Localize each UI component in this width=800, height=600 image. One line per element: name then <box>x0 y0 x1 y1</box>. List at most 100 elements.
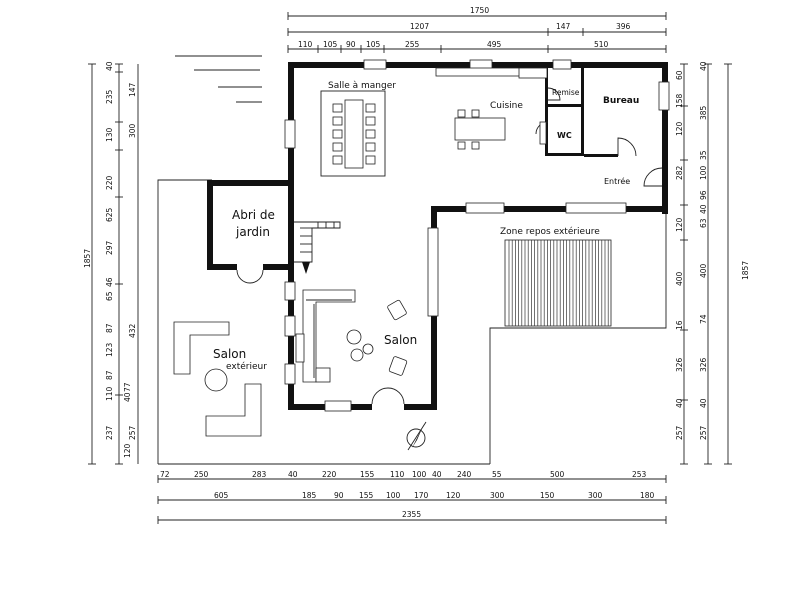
room-label-abri-1: Abri de <box>232 208 275 222</box>
dim-right-inner-9: 257 <box>675 425 684 440</box>
entry-door <box>643 167 663 187</box>
room-label-entree: Entrée <box>604 176 630 186</box>
dim-left-col-2: 130 <box>105 127 114 142</box>
window <box>284 363 296 385</box>
kitchen-island <box>454 117 506 141</box>
room-label-bureau: Bureau <box>603 96 639 106</box>
dim-top-row2-1: 147 <box>556 22 571 31</box>
room-label-wc: WC <box>557 131 572 140</box>
dim-top-overall: 1750 <box>470 6 489 15</box>
living-room: Salon <box>295 289 417 383</box>
dim-bottom-row2-7: 300 <box>490 491 505 500</box>
dim-top-row2-0: 1207 <box>410 22 429 31</box>
dim-right-inner-0: 60 <box>675 70 684 80</box>
remise-door <box>547 87 561 101</box>
room-label-cuisine: Cuisine <box>490 101 523 111</box>
sofa <box>302 289 356 383</box>
service-rooms: Remise WC Bureau Entrée <box>539 88 639 186</box>
dim-right-outer-9: 326 <box>699 357 708 372</box>
dim-bottom-row2-10: 180 <box>640 491 655 500</box>
dim-right-outer-11: 257 <box>699 425 708 440</box>
dim-left-col-6: 46 <box>105 277 114 287</box>
right-dimensions: 60 158 120 282 120 400 16 326 40 257 40 … <box>675 61 750 465</box>
dim-bottom-row1-4: 220 <box>322 470 337 479</box>
dim-right-inner-6: 16 <box>675 320 684 330</box>
armchair <box>387 299 407 321</box>
dim-top-row3-4: 255 <box>405 40 420 49</box>
left-dimensions: 1857 40 235 130 220 625 297 46 65 87 123… <box>83 61 139 465</box>
coffee-table <box>362 343 374 355</box>
armchair <box>388 356 408 376</box>
outdoor-sofa <box>173 321 230 375</box>
window <box>565 202 627 214</box>
north-arrow-icon <box>406 421 427 451</box>
pergola-slats <box>508 240 609 326</box>
bureau-door <box>617 137 637 157</box>
dining-area: Salle à manger <box>320 81 396 177</box>
dim-bottom-row1-3: 40 <box>288 470 298 479</box>
dim-right-outer-7: 400 <box>699 263 708 278</box>
dim-right-outer-6: 63 <box>699 218 708 228</box>
dim-bottom-row1-9: 240 <box>457 470 472 479</box>
dim-left-col-8: 87 <box>105 323 114 333</box>
windows <box>284 59 670 412</box>
window <box>324 400 352 412</box>
dim-bottom-row2-5: 170 <box>414 491 429 500</box>
dim-left-col-11: 110 <box>105 386 114 401</box>
kitchen-area: Cuisine <box>435 67 548 150</box>
wc-door <box>535 121 549 135</box>
dim-left-col-9: 123 <box>105 342 114 357</box>
room-label-abri-2: jardin <box>235 225 270 239</box>
coffee-table <box>346 329 362 345</box>
bottom-dimensions: 72 250 283 40 220 155 110 100 40 240 55 … <box>157 470 667 524</box>
dim-right-inner-7: 326 <box>675 357 684 372</box>
dim-left-col-3: 220 <box>105 175 114 190</box>
outdoor-sofa <box>205 383 262 437</box>
doors <box>236 87 663 405</box>
window <box>284 315 296 337</box>
dim-left-col-1: 235 <box>105 89 114 104</box>
dim-bottom-row2-1: 185 <box>302 491 317 500</box>
stairs <box>294 221 341 274</box>
dim-top-row2-2: 396 <box>616 22 631 31</box>
room-label-salon-ext-2: extérieur <box>226 361 267 372</box>
dim-right-outer-1: 385 <box>699 105 708 120</box>
dim-right-inner-2: 120 <box>675 121 684 136</box>
dim-left-overall: 1857 <box>83 249 92 268</box>
dim-left-inner-3: 257 <box>128 425 137 440</box>
dim-right-overall: 1857 <box>741 261 750 280</box>
salon-door <box>371 387 405 405</box>
window <box>552 59 572 70</box>
dim-left-col-12: 40 <box>123 392 132 402</box>
room-label-salon-ext-1: Salon <box>213 347 246 361</box>
dim-right-inner-8: 40 <box>675 398 684 408</box>
dim-bottom-row2-6: 120 <box>446 491 461 500</box>
dim-left-inner-0: 147 <box>128 82 137 97</box>
dim-left-col-7: 65 <box>105 291 114 301</box>
dim-right-inner-4: 120 <box>675 217 684 232</box>
window <box>427 227 439 317</box>
dim-bottom-row2-3: 155 <box>359 491 374 500</box>
dim-left-col-13: 77 <box>123 382 132 392</box>
dim-right-outer-3: 100 <box>699 165 708 180</box>
dim-right-inner-3: 282 <box>675 165 684 180</box>
dim-top-row3-3: 105 <box>366 40 381 49</box>
dim-right-outer-2: 35 <box>699 150 708 160</box>
dim-bottom-row1-1: 250 <box>194 470 209 479</box>
coffee-table <box>350 348 364 362</box>
pergola <box>504 239 612 327</box>
dim-bottom-row2-4: 100 <box>386 491 401 500</box>
dim-right-outer-4: 96 <box>699 190 708 200</box>
dim-bottom-row1-5: 155 <box>360 470 375 479</box>
dim-top-row3-1: 105 <box>323 40 338 49</box>
dim-bottom-row2-0: 605 <box>214 491 229 500</box>
dim-right-outer-5: 40 <box>699 204 708 214</box>
window <box>658 81 670 111</box>
dining-table <box>344 99 364 169</box>
dim-right-outer-8: 74 <box>699 314 708 324</box>
dim-bottom-row1-10: 55 <box>492 470 502 479</box>
dim-left-col-4: 625 <box>105 207 114 222</box>
dim-right-outer-0: 40 <box>699 61 708 71</box>
window <box>284 281 296 301</box>
